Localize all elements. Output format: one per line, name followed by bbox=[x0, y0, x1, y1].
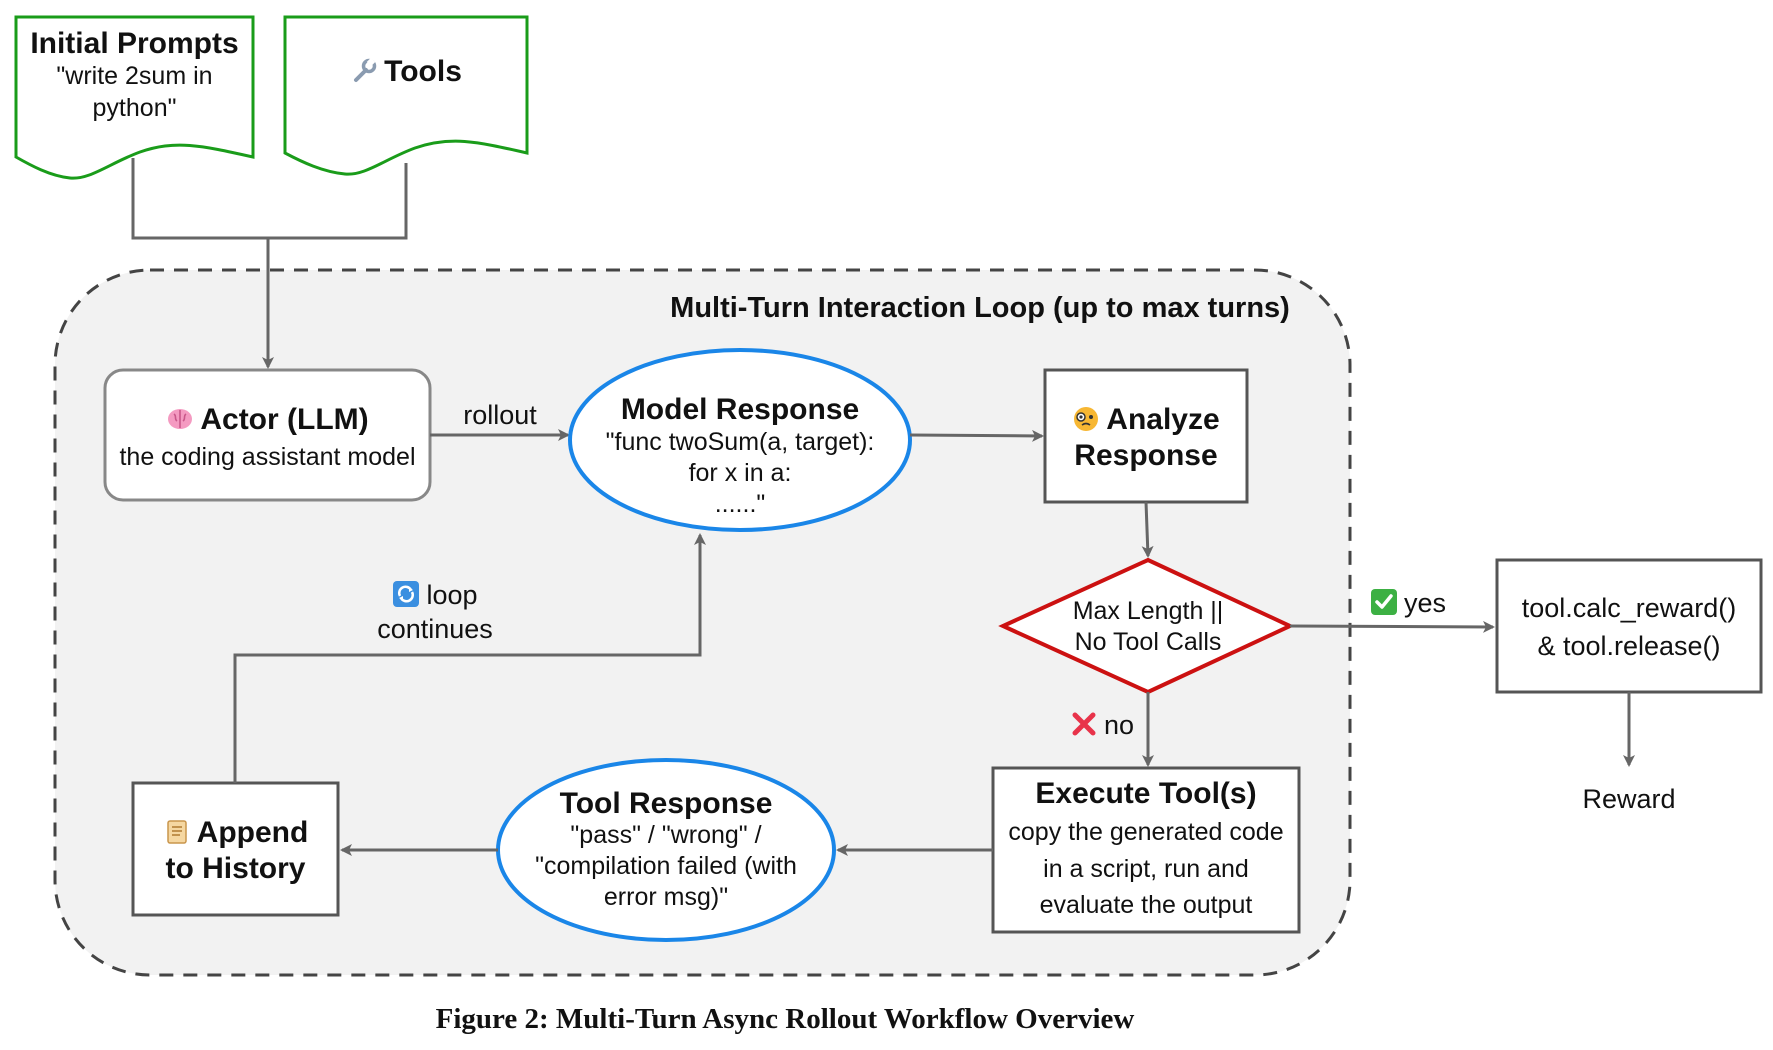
no-label-row: no bbox=[1070, 710, 1150, 741]
decision-line1: Max Length || bbox=[1072, 597, 1224, 625]
append-history-box bbox=[131, 781, 340, 917]
decision-line2: No Tool Calls bbox=[1074, 628, 1222, 656]
actor-title: Actor (LLM) bbox=[200, 403, 369, 436]
yes-label: yes bbox=[1404, 588, 1447, 618]
brain-icon bbox=[168, 409, 193, 429]
tools-title-row: Tools bbox=[285, 54, 527, 90]
yes-label-row: yes bbox=[1370, 588, 1490, 619]
model-response-line1: "func twoSum(a, target): bbox=[605, 428, 875, 456]
loop-title: Multi-Turn Interaction Loop (up to max t… bbox=[670, 292, 1290, 324]
tool-response-line2: "compilation failed (with bbox=[535, 852, 797, 880]
execute-tools-box bbox=[991, 766, 1301, 934]
calc-reward-line1: tool.calc_reward() bbox=[1521, 593, 1737, 623]
rollout-label: rollout bbox=[463, 400, 537, 430]
repeat-arrows-icon bbox=[393, 581, 420, 607]
figure-caption: Figure 2: Multi-Turn Async Rollout Workf… bbox=[435, 1003, 1135, 1035]
execute-line2: in a script, run and bbox=[1043, 855, 1249, 883]
loop-label-line2: continues bbox=[377, 614, 493, 644]
append-title-line1: Append bbox=[196, 816, 309, 849]
calc-reward-line2: & tool.release() bbox=[1537, 631, 1721, 661]
initial-prompts-line1: "write 2sum in bbox=[56, 62, 213, 90]
initial-prompts-line2: python" bbox=[92, 94, 177, 122]
tool-response-title: Tool Response bbox=[559, 787, 773, 820]
loop-back-arrow bbox=[233, 533, 706, 783]
loop-label-line1: loop bbox=[426, 580, 478, 610]
execute-line1: copy the generated code bbox=[1008, 818, 1284, 846]
tool-response-line1: "pass" / "wrong" / bbox=[570, 821, 762, 849]
analyze-title-line1: Analyze bbox=[1106, 403, 1220, 436]
tools-title: Tools bbox=[384, 55, 462, 88]
model-response-ellipse bbox=[568, 348, 912, 532]
cross-mark-icon bbox=[1072, 712, 1096, 736]
no-label: no bbox=[1104, 710, 1135, 740]
tools-document bbox=[283, 15, 529, 176]
analyze-title-line2: Response bbox=[1074, 439, 1218, 472]
wrench-icon bbox=[354, 57, 377, 82]
execute-line3: evaluate the output bbox=[1039, 891, 1253, 919]
initial-prompts-title: Initial Prompts bbox=[30, 27, 239, 60]
actor-title-row: Actor (LLM) bbox=[105, 402, 430, 438]
response-to-analyze-arrow bbox=[909, 429, 1044, 442]
calc-reward-box bbox=[1495, 558, 1763, 694]
scroll-icon bbox=[166, 820, 187, 844]
reward-label: Reward bbox=[1582, 784, 1676, 814]
analyze-title-row: Analyze bbox=[1045, 402, 1247, 438]
model-response-title: Model Response bbox=[620, 393, 860, 426]
check-mark-icon bbox=[1371, 589, 1397, 615]
face-with-monocle-icon bbox=[1074, 407, 1099, 431]
yes-arrow bbox=[1289, 620, 1495, 633]
loop-continues-row: loop bbox=[360, 580, 510, 611]
actor-subtitle: the coding assistant model bbox=[119, 443, 416, 471]
analyze-response-box bbox=[1043, 368, 1249, 504]
initial-prompts-document bbox=[14, 15, 255, 180]
append-title-line2: to History bbox=[165, 852, 306, 885]
append-title-row: Append bbox=[133, 815, 338, 851]
model-response-line3: ......" bbox=[714, 490, 766, 518]
analyze-to-decision-arrow bbox=[1141, 501, 1154, 558]
tool-response-line3: error msg)" bbox=[603, 883, 729, 911]
execute-title: Execute Tool(s) bbox=[1035, 777, 1257, 810]
model-response-line2: for x in a: bbox=[688, 459, 792, 487]
